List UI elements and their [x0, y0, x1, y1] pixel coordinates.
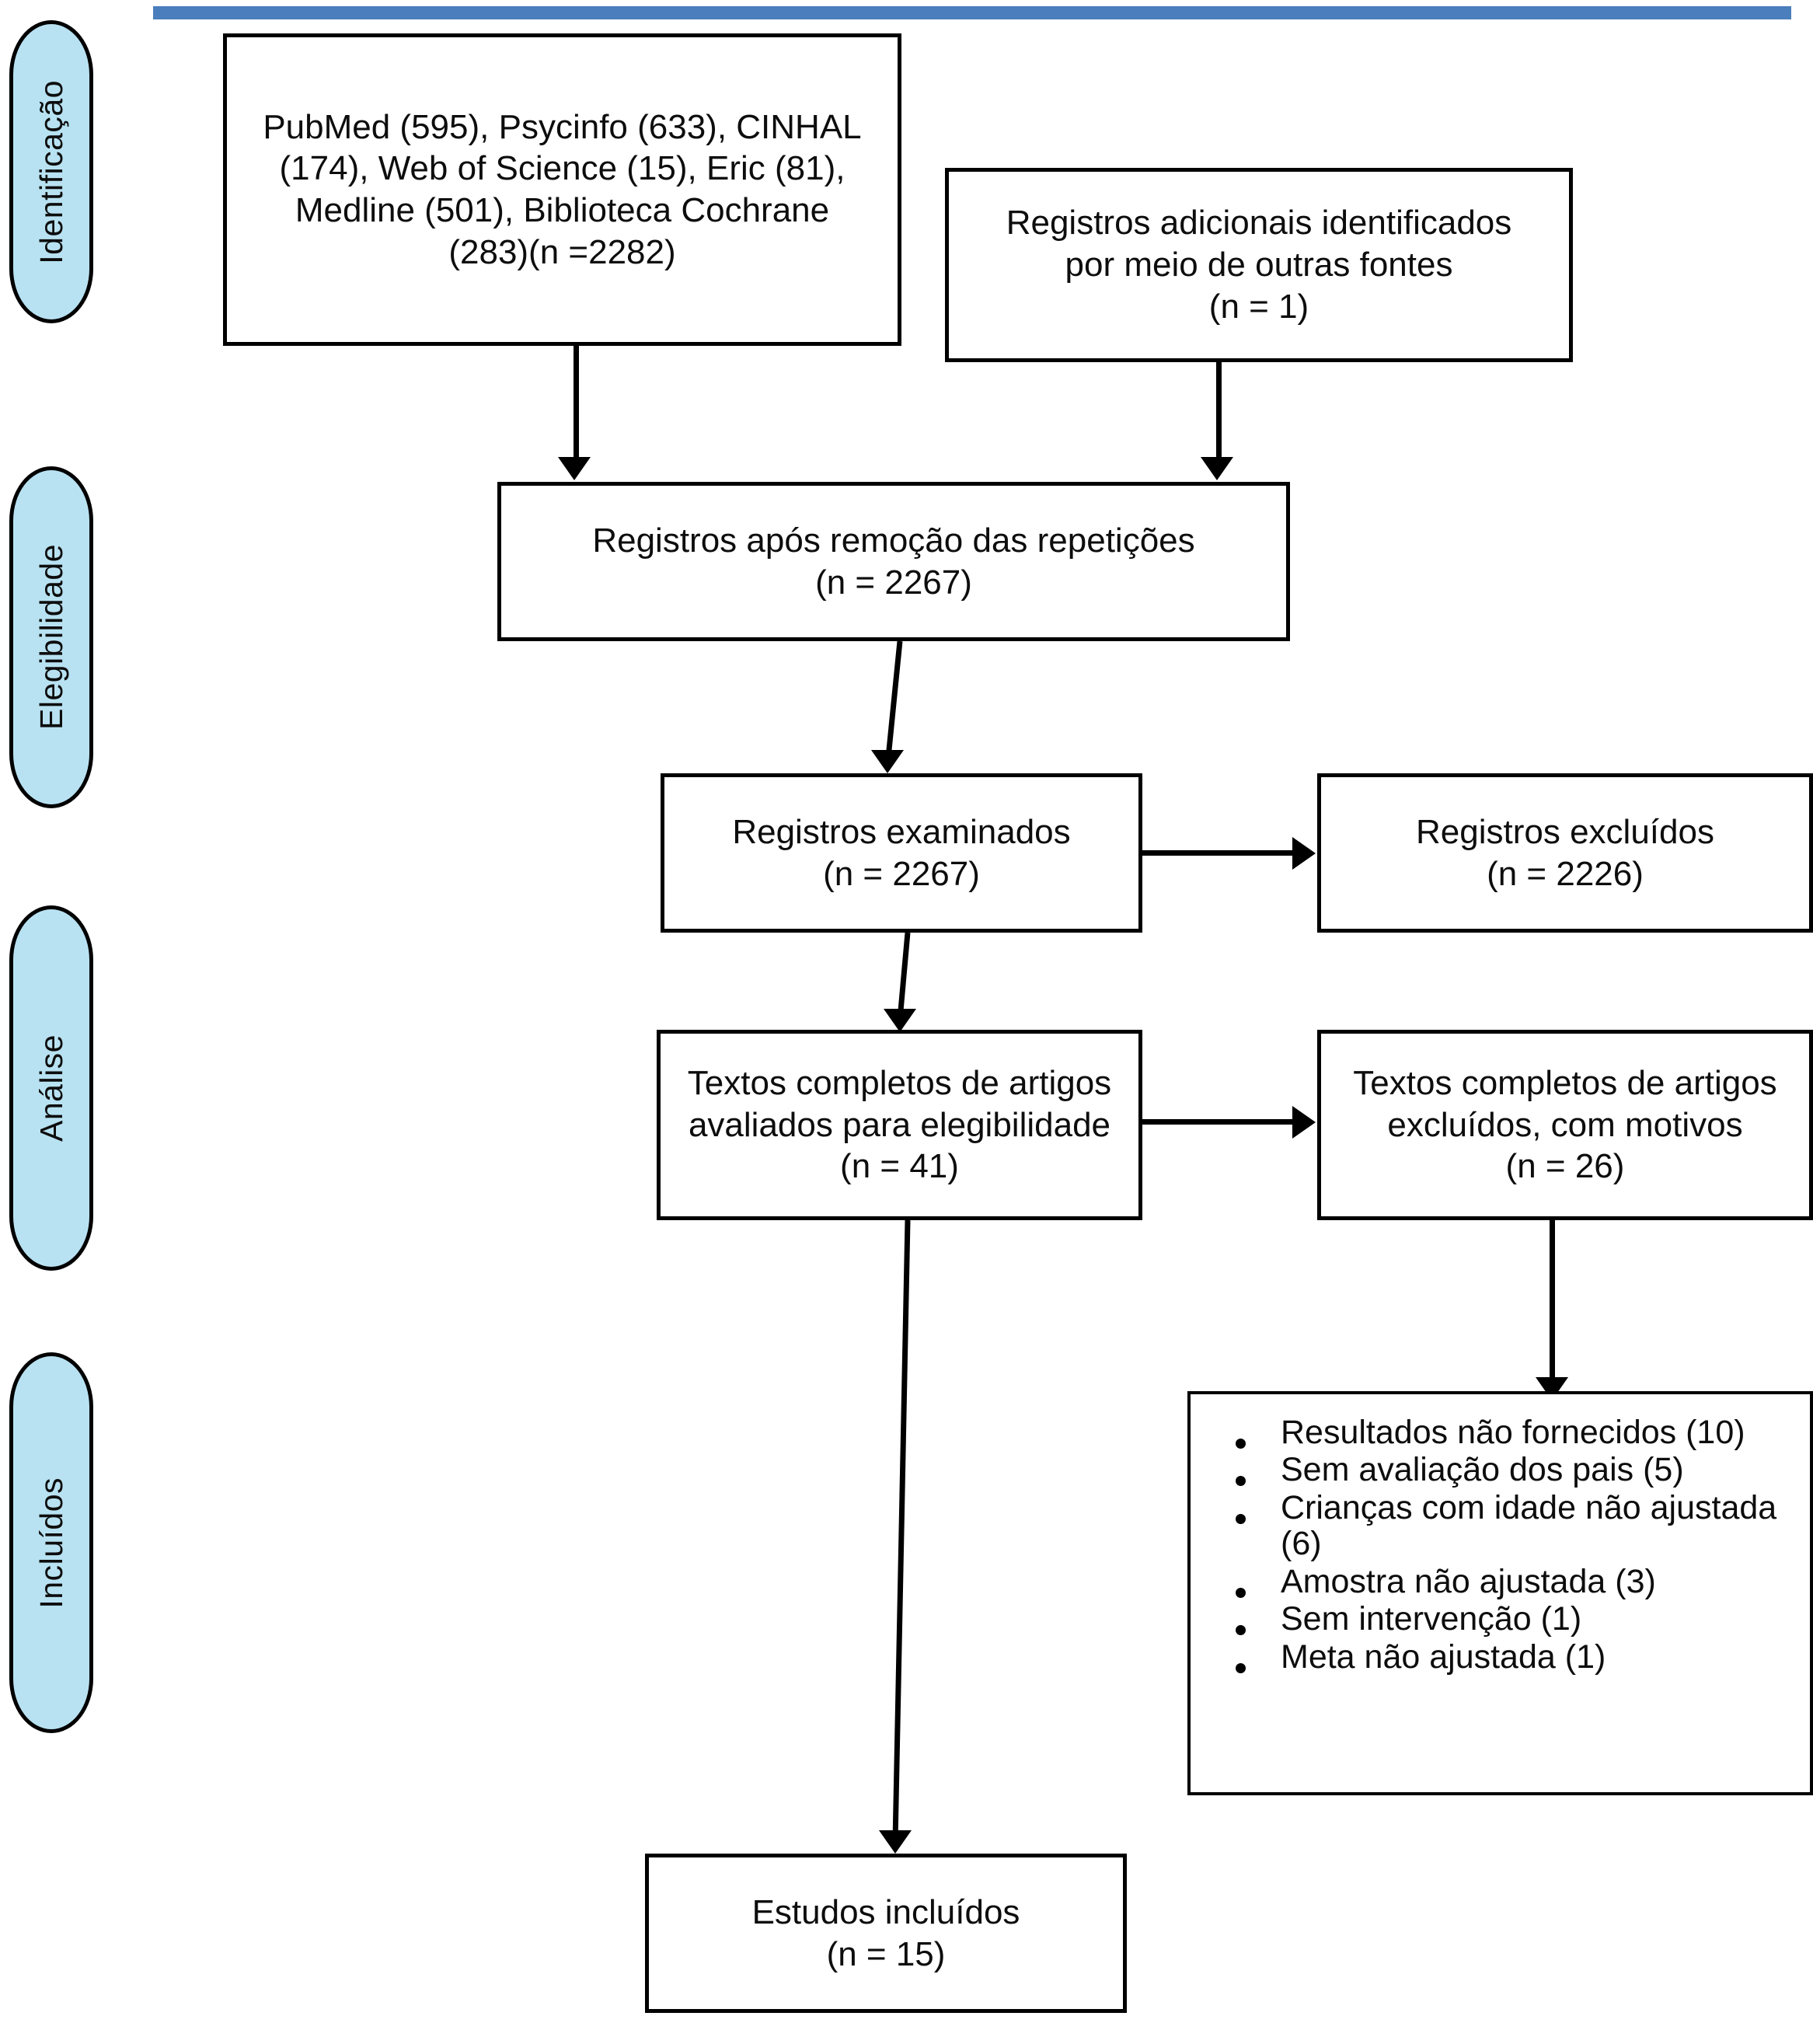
- list-item: Sem avaliação dos pais (5): [1217, 1452, 1793, 1488]
- stage-label-incluidos: Incluídos: [33, 1477, 69, 1609]
- box-fulltext-excluded: Textos completos de artigos excluídos, c…: [1317, 1030, 1813, 1220]
- connector-screened-to-excluded: [1142, 850, 1294, 856]
- list-item: Sem intervenção (1): [1217, 1601, 1793, 1637]
- box-additional-records-text: Registros adicionais identificados por m…: [1006, 204, 1512, 326]
- box-additional-records: Registros adicionais identificados por m…: [945, 168, 1573, 362]
- connector-dedup-to-screened: [884, 640, 903, 766]
- box-included-studies: Estudos incluídos (n = 15): [645, 1854, 1127, 2013]
- exclusion-reasons-list: Resultados não fornecidos (10) Sem avali…: [1217, 1414, 1793, 1675]
- stage-pill-analise: Análise: [9, 905, 93, 1271]
- exclusion-reason-text: Resultados não fornecidos (10): [1281, 1414, 1745, 1451]
- top-accent-rule: [153, 6, 1791, 19]
- stage-label-analise: Análise: [33, 1034, 69, 1142]
- connector-databases-to-dedup: [574, 346, 579, 466]
- connector-screened-to-fulltext: [897, 932, 911, 1020]
- connector-additional-to-dedup: [1216, 362, 1222, 466]
- exclusion-reason-text: Crianças com idade não ajustada (6): [1281, 1488, 1777, 1563]
- stage-pill-incluidos: Incluídos: [9, 1352, 93, 1733]
- list-item: Amostra não ajustada (3): [1217, 1564, 1793, 1599]
- box-records-excluded: Registros excluídos (n = 2226): [1317, 773, 1813, 933]
- exclusion-reason-text: Sem intervenção (1): [1281, 1600, 1582, 1638]
- stage-pill-elegibilidade: Elegibilidade: [9, 466, 93, 808]
- arrowhead-additional-to-dedup: [1201, 457, 1233, 480]
- bullet-dot-icon: [1236, 1513, 1246, 1524]
- exclusion-reason-text: Sem avaliação dos pais (5): [1281, 1451, 1684, 1489]
- bullet-dot-icon: [1236, 1438, 1246, 1449]
- list-item: Meta não ajustada (1): [1217, 1638, 1793, 1676]
- box-fulltext-assessed-text: Textos completos de artigos avaliados pa…: [687, 1063, 1112, 1186]
- stage-label-elegibilidade: Elegibilidade: [33, 544, 69, 731]
- bullet-dot-icon: [1236, 1587, 1246, 1598]
- arrowhead-screened-to-fulltext: [884, 1009, 916, 1032]
- list-item: Crianças com idade não ajustada (6): [1217, 1490, 1793, 1562]
- connector-excluded-to-reasons: [1550, 1220, 1555, 1387]
- box-records-after-duplicates-text: Registros após remoção das repetições (n…: [592, 521, 1195, 602]
- box-records-excluded-text: Registros excluídos (n = 2226): [1416, 812, 1714, 893]
- arrowhead-fulltext-to-included: [879, 1830, 912, 1854]
- arrowhead-dedup-to-screened: [871, 750, 904, 773]
- stage-pill-identificacao: Identificação: [9, 20, 93, 323]
- box-database-records: PubMed (595), Psycinfo (633), CINHAL (17…: [223, 33, 901, 346]
- bullet-dot-icon: [1236, 1662, 1246, 1673]
- box-records-after-duplicates: Registros após remoção das repetições (n…: [497, 482, 1290, 641]
- box-fulltext-excluded-text: Textos completos de artigos excluídos, c…: [1353, 1063, 1777, 1186]
- box-records-screened-text: Registros examinados (n = 2267): [732, 812, 1071, 893]
- box-database-records-text: PubMed (595), Psycinfo (633), CINHAL (17…: [263, 107, 862, 271]
- box-included-studies-text: Estudos incluídos (n = 15): [751, 1892, 1020, 1973]
- list-item: Resultados não fornecidos (10): [1217, 1414, 1793, 1450]
- arrowhead-screened-to-excluded: [1292, 837, 1316, 870]
- bullet-dot-icon: [1236, 1625, 1246, 1636]
- arrowhead-databases-to-dedup: [558, 457, 591, 480]
- bullet-dot-icon: [1236, 1476, 1246, 1487]
- box-exclusion-reasons: Resultados não fornecidos (10) Sem avali…: [1187, 1391, 1813, 1795]
- arrowhead-fulltext-to-excluded: [1292, 1106, 1316, 1139]
- connector-fulltext-to-excluded: [1142, 1119, 1294, 1125]
- box-records-screened: Registros examinados (n = 2267): [661, 773, 1142, 933]
- exclusion-reason-text: Meta não ajustada (1): [1281, 1638, 1606, 1676]
- connector-fulltext-to-included: [892, 1219, 911, 1843]
- box-fulltext-assessed: Textos completos de artigos avaliados pa…: [657, 1030, 1142, 1220]
- exclusion-reason-text: Amostra não ajustada (3): [1281, 1562, 1656, 1600]
- stage-label-identificacao: Identificação: [33, 79, 69, 264]
